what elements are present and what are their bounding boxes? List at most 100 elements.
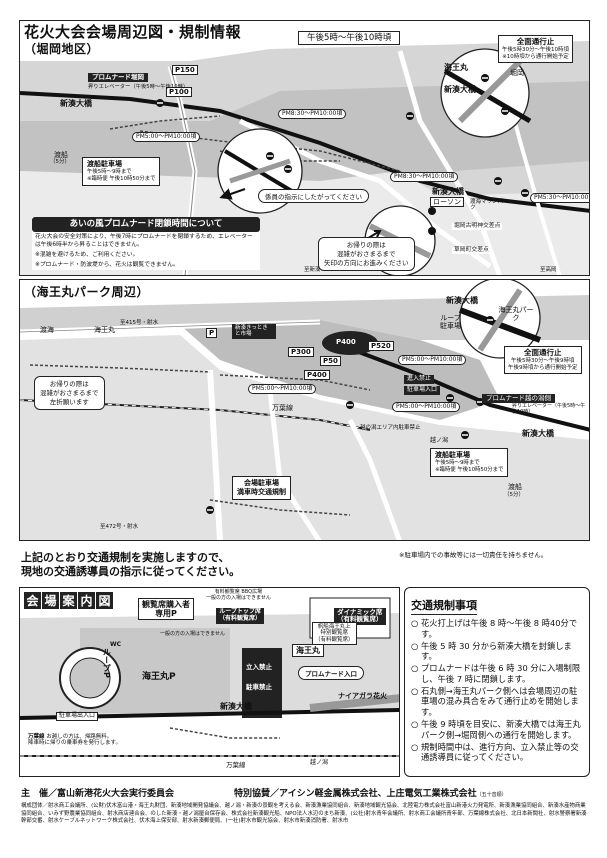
panel2-closure-box: 全面通行止 午後5時30分〜午後9時頃 午後9時頃から通行開始予定 — [504, 346, 582, 375]
roof-seat-text2: （有料観覧席） — [219, 614, 262, 622]
p2-ferry-parking-title: 渡船駐車場 — [435, 451, 470, 459]
panel2-title: （海王丸パーク周辺） — [24, 284, 149, 299]
p2-closure-line2: 午後9時頃から通行開始予定 — [508, 364, 578, 371]
p2-ferry-min-label: （5分） — [504, 492, 524, 498]
guide-station-label: 越ノ潟 — [310, 759, 329, 766]
kaiomaru-label: 海王丸 — [444, 63, 468, 72]
p100-badge: P100 — [166, 87, 192, 98]
manyosen-note-text2: 降車時に帰りの乗車券を発行します。 — [28, 740, 121, 747]
regulation-item: 午後 5 時 30 分から新湊大橋を封鎖します。 — [411, 641, 583, 663]
kitto-market-label: 新湊きっときと市場 — [232, 324, 276, 339]
regulation-item: 規制時間中は、進行方向、立入禁止等の交通誘導員に従ってください。 — [411, 742, 583, 764]
p520-badge: P520 — [368, 341, 394, 352]
loop-p-label: ループP — [102, 648, 111, 678]
kaiomaru-p-label: 海王丸P — [142, 672, 176, 682]
sponsor-note: （五十音順） — [476, 792, 507, 798]
horioka-label: 堀岡 — [510, 69, 524, 77]
p300-badge: P300 — [288, 347, 314, 358]
panel2-title-text: （海王丸パーク周辺） — [24, 285, 150, 299]
p2-closure-line1: 午後5時30分〜午後9時頃 — [511, 357, 575, 364]
p50-badge: P50 — [320, 356, 341, 367]
manyosen-note-text: お越しの方は、帰路無料。 — [46, 734, 113, 740]
regulations-title: 交通規制事項 — [411, 597, 477, 615]
regulation-item: 石丸側→海王丸パーク側へは会場周辺の駐車場の混み具合をみて通行止めを開始します。 — [411, 686, 583, 718]
p2-loop-label: ループ 駐車場 — [440, 314, 461, 330]
special-text: 帆船海王丸上 — [317, 624, 351, 630]
return-note-line3: 矢印の方向にお進みください — [324, 258, 409, 267]
ferry-parking-title: 渡船駐車場 — [87, 160, 122, 168]
wc-label: WC — [110, 641, 122, 648]
loop-p-text: ループ — [102, 648, 112, 672]
panel1-title: 花火大会会場周辺図・規制情報 （堀岡地区） — [24, 25, 241, 56]
p2-bridge-label: 新湊大橋 — [446, 296, 478, 305]
closure-line1: 午後5時30分〜午後10時頃 — [502, 46, 569, 53]
shuttle-title: 会場駐車場 — [244, 479, 279, 487]
notice-line2: 現地の交通誘導員の指示に従ってください。 — [21, 564, 241, 578]
reserved-label: 観覧席購入者 — [142, 600, 190, 609]
route472-label: 至472号・射水 — [100, 524, 138, 530]
roof-seat-label: ループトップ席 （有料観覧席） — [216, 608, 265, 624]
no-entry-label: 立入禁止 — [246, 663, 272, 671]
manyosen-note: 万葉線 お越しの方は、帰路無料。 降車時に帰りの乗車券を発行します。 — [28, 734, 121, 747]
return-note-line1: お帰りの際は — [346, 241, 386, 249]
follow-staff-label: 係員の指示にしたがってください — [258, 189, 369, 203]
riverside-label: 渡海 — [40, 326, 54, 334]
p2-ferry-parking-box: 渡船駐車場 午後5時〜9時まで ※臨時便 午後10時50分まで — [430, 448, 509, 478]
p400b-badge: P400 — [304, 370, 330, 381]
manyosen-label: 万葉線 — [272, 404, 293, 412]
sponsor: 特別協賛／アイシン軽金属株式会社、上庄電気工業株式会社 — [234, 789, 477, 799]
marine-park-label: 渡海マリンパーク — [470, 199, 509, 212]
promenade-closure-head: あいの風プロムナード閉鎖時間について — [32, 217, 260, 233]
dynamic-seat-text: ダイナミック席 — [337, 608, 383, 616]
p2-promenade-label: プロムナード越の潟側 — [482, 394, 555, 404]
exit-restrict-label: 駐車場入口 — [404, 386, 441, 395]
ferry-min-label: （5分） — [50, 159, 70, 165]
map-panel-horioka: 花火大会会場周辺図・規制情報 （堀岡地区） 午後5時〜午後10時頃 全面通行止 … — [19, 20, 590, 276]
p2-ferry-time2: ※臨時便 午後10時50分まで — [435, 467, 504, 474]
reserved-parking-label: 観覧席購入者 専用P — [138, 598, 194, 621]
ferry-parking-box: 渡船駐車場 午後5時〜9時まで ※臨時便 午後10時50分まで — [82, 157, 161, 187]
p2-closure-title: 全面通行止 — [524, 348, 562, 357]
promenade-closure-info: あいの風プロムナード閉鎖時間について 花火大会の安全対策により、午後7時にプロム… — [32, 217, 260, 270]
reserved-label2: 専用P — [155, 609, 177, 619]
promenade-horioka-label: プロムナード堀岡 — [88, 73, 148, 83]
kaiomaru-area-label: 海王丸 — [94, 326, 115, 334]
panel1-time-banner: 午後5時〜午後10時頃 — [298, 31, 401, 46]
dynamic-seat-text2: （有料観覧席） — [337, 615, 383, 624]
panel1-subtitle: （堀岡地区） — [24, 42, 100, 56]
special-text2: 特別観覧席 — [320, 630, 349, 637]
p-small-badge: P — [206, 328, 218, 339]
p2-pm-label-3: PM5:00〜PM10:00頃 — [392, 402, 461, 413]
loop-p-text2: P — [102, 672, 112, 678]
regulation-item: 花火打上げは午後 8 時〜午後 8 時40分です。 — [411, 618, 583, 640]
regulation-item: プロムナードは午後 6 時 30 分に入場制限し、午後 7 時に閉鎖します。 — [411, 663, 583, 685]
p2-pm-label-2: PM5:00〜PM10:00頃 — [248, 384, 317, 395]
member-organizations: 構成団体／射水商工会議所、(公財)伏木富山港・海王丸財団、新湊地域開発協議会、越… — [21, 803, 587, 825]
no-parking-label: 駐車禁止 — [246, 683, 272, 691]
panel1-return-note: お帰りの際は 混雑がおさまるまで 矢印の方向にお進みください — [318, 237, 415, 272]
p2-elevator-label: 昇りエレベーター（午後5時〜午後10時） — [512, 403, 586, 415]
guide-title-char-0: 会 — [24, 592, 41, 609]
special-text3: （有料観覧席） — [315, 636, 354, 643]
footer-main: 主 催／富山新港花火大会実行委員会 特別協賛／アイシン軽金属株式会社、上庄電気工… — [21, 789, 589, 800]
guide-title: 会 場 案 内 図 — [24, 592, 113, 609]
special-seat-label: 帆船海王丸上 特別観覧席 （有料観覧席） — [312, 622, 357, 645]
pm-label-1: PM8:30〜PM10:00頃 — [278, 109, 347, 120]
lawson-label: ローソン — [430, 197, 464, 208]
elevator-label: 昇りエレベーター（午後5時〜午後10時） — [88, 84, 189, 90]
p2-ferry-label: 渡船 — [508, 483, 522, 491]
p2-return-line3: 左折願います — [49, 397, 89, 406]
horioka-map — [20, 41, 589, 275]
parking-entrance-label: 駐車場出入口 — [56, 712, 99, 721]
footer: 主 催／富山新港花火大会実行委員会 特別協賛／アイシン軽金属株式会社、上庄電気工… — [21, 789, 589, 826]
bbq-label: 有料観覧席 BBQ広場 一般の方の入場はできません — [206, 589, 271, 602]
pm-label-4: PM5:30〜PM10:00頃 — [530, 193, 589, 204]
traffic-regulations: 交通規制事項 花火打上げは午後 8 時〜午後 8 時40分です。 午後 5 時 … — [404, 587, 590, 777]
traffic-notice: 上記のとおり交通規制を実施しますので、 現地の交通誘導員の指示に従ってください。 — [21, 551, 240, 579]
manyosen-note-title: 万葉線 — [28, 734, 45, 740]
guide-title-char-2: 案 — [60, 592, 77, 609]
p2-return-line2: 混雑がおさまるまで — [40, 388, 99, 397]
venue-guide-map: 会 場 案 内 図 観覧席購入者 専用P 有料観覧席 BBQ広場 一般の方の入場… — [19, 587, 400, 777]
guide-title-char-3: 内 — [78, 592, 95, 609]
loop-parking-label: 駐車場 — [440, 322, 461, 331]
